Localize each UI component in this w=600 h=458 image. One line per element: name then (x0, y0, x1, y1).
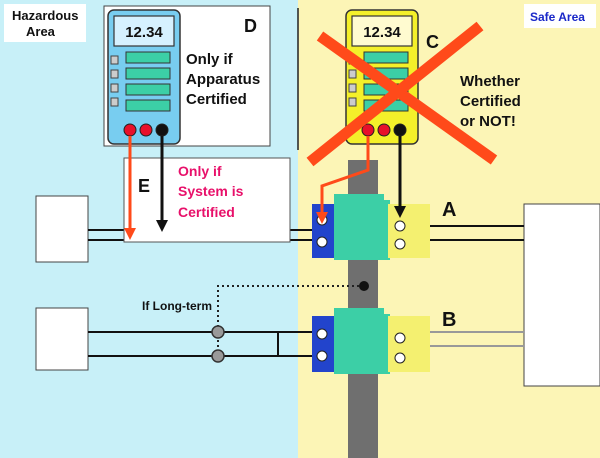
barrier-a-yellow-terminals (388, 204, 430, 258)
meter-d-button-3 (125, 83, 171, 96)
box-e-note-2: System is (178, 183, 244, 199)
meter-c-note-1: Whether (460, 73, 520, 90)
meter-d-red-lead-arrow (124, 228, 136, 240)
barrier-a-top (334, 194, 384, 202)
safe-area-label-box (524, 4, 596, 28)
meter-d-black-lead-arrow (156, 220, 168, 232)
meter-c-button-1 (363, 51, 409, 64)
meter-d-side-key-2 (110, 69, 119, 79)
long-term-dotted-lead (217, 285, 364, 356)
safe-area-equipment (523, 203, 600, 387)
box-e (123, 157, 291, 243)
long-term-tap-upper (211, 325, 225, 339)
meter-c-note-2: Certified (460, 93, 521, 110)
meter-d-button-1 (125, 51, 171, 64)
hazardous-area-label-2: Area (26, 24, 56, 39)
box-e-letter: E (138, 176, 150, 196)
long-term-label: If Long-term (142, 299, 212, 313)
meter-d-note-3: Certified (186, 91, 247, 108)
barrier-a-screw-3 (394, 220, 406, 232)
meter-c-note-3: or NOT! (460, 113, 516, 130)
barrier-b-screw-1 (316, 328, 328, 340)
meter-c-letter: C (426, 32, 439, 52)
meter-d-button-2 (125, 67, 171, 80)
long-term-rail-point (359, 281, 369, 291)
meter-c-display (351, 15, 413, 47)
hazardous-area-label: Hazardous (12, 8, 78, 23)
meter-c-side-key-2 (348, 69, 357, 79)
meter-d-note-2: Apparatus (186, 71, 260, 88)
meter-c-side-key-3 (348, 83, 357, 93)
barrier-b-blue-terminals (312, 316, 334, 372)
meter-c-reading: 12.34 (363, 24, 401, 41)
meter-c-side-key-4 (348, 97, 357, 107)
meter-d-button-4 (125, 99, 171, 112)
barrier-a-letter: A (442, 199, 456, 221)
cross-mark-stroke-2 (306, 21, 484, 167)
barrier-b-letter: B (442, 309, 456, 331)
meter-c-socket-black (393, 123, 407, 137)
meter-d-reading: 12.34 (125, 24, 163, 41)
meter-d-socket-red-2 (139, 123, 153, 137)
meter-c-socket-red-2 (377, 123, 391, 137)
barrier-b (312, 308, 430, 374)
meter-d: 12.34 (103, 5, 271, 147)
meter-d-side-key-4 (110, 97, 119, 107)
barrier-b-yellow-terminals (388, 316, 430, 372)
meter-d-side-key-3 (110, 83, 119, 93)
barrier-b-top (334, 308, 384, 316)
cross-mark-stroke-1 (316, 31, 498, 165)
meter-d-note-1: Only if (186, 51, 234, 68)
meter-d-letter: D (244, 16, 257, 36)
barrier-a (312, 194, 430, 260)
hazardous-area-label-box (4, 4, 86, 42)
meter-d-side-key-1 (110, 55, 119, 65)
barrier-b-body (334, 314, 390, 374)
field-device-top (35, 195, 89, 263)
meter-d-display (113, 15, 175, 47)
barrier-b-screw-2 (316, 350, 328, 362)
barrier-a-screw-2 (316, 236, 328, 248)
long-term-tap-lower (211, 349, 225, 363)
barrier-a-body (334, 200, 390, 260)
barrier-b-screw-3 (394, 332, 406, 344)
barrier-b-screw-4 (394, 352, 406, 364)
meter-c-red-lead (320, 136, 370, 214)
meter-c-black-lead-arrow (394, 206, 406, 218)
barrier-a-screw-4 (394, 238, 406, 250)
box-e-note-3: Certified (178, 204, 235, 220)
meter-d-socket-red-1 (123, 123, 137, 137)
wire-b-loop (277, 331, 300, 357)
meter-c-red-lead-arrow (316, 212, 328, 224)
field-device-bottom (35, 307, 89, 371)
meter-d-socket-black (155, 123, 169, 137)
safe-area-label: Safe Area (530, 10, 585, 24)
box-e-note-1: Only if (178, 163, 222, 179)
